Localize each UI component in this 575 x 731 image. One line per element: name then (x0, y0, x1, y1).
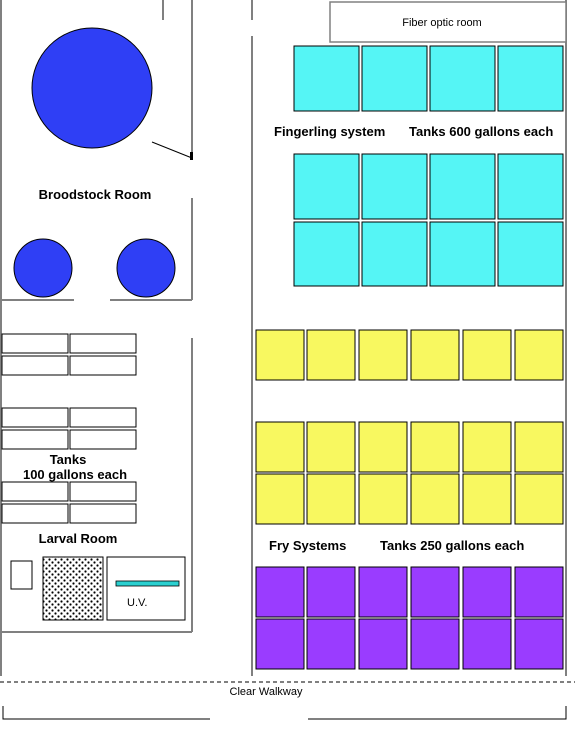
larval-tank (69, 407, 137, 428)
broodstock-tank-small (116, 238, 176, 298)
larval-tanks-label-1: Tanks (50, 452, 87, 467)
fingerling-tank (497, 221, 564, 287)
purple-tank (462, 618, 512, 670)
larval-tank (1, 333, 69, 354)
larval-tank (69, 481, 137, 502)
larval-tank (1, 407, 69, 428)
larval-tank (1, 481, 69, 502)
broodstock-tank-large (31, 27, 153, 149)
fry-tank (255, 473, 305, 525)
larval-tank (69, 429, 137, 450)
fry-tank (514, 473, 564, 525)
door (151, 141, 193, 159)
uv-lamp (115, 580, 180, 587)
fingerling-tank (497, 153, 564, 220)
fiber-optic-room-label: Fiber optic room (402, 17, 481, 29)
fingerling-tank (293, 153, 360, 220)
fingerling-tank (429, 153, 496, 220)
larval-tanks-label-2: 100 gallons each (23, 467, 127, 482)
broodstock-tank-small (13, 238, 73, 298)
fingerling-tank (429, 221, 496, 287)
uv-unit: U.V. (106, 556, 186, 621)
fingerling-tank (361, 45, 428, 112)
fry-tank (306, 329, 356, 381)
purple-tank (514, 566, 564, 618)
broodstock-room: Broodstock Room (13, 27, 176, 298)
fry-tank (410, 473, 460, 525)
purple-tank (358, 618, 408, 670)
larval-tank (69, 503, 137, 524)
fry-tank (255, 329, 305, 381)
fry-tanks (255, 329, 564, 525)
fingerling-system-label: Fingerling system (274, 124, 385, 139)
fry-tanks-label: Tanks 250 gallons each (380, 538, 524, 553)
fry-tank (514, 421, 564, 473)
purple-tank (514, 618, 564, 670)
filter-unit (42, 556, 104, 621)
fingerling-tanks-label: Tanks 600 gallons each (409, 124, 553, 139)
small-cabinet (10, 560, 33, 590)
purple-tank (410, 566, 460, 618)
fry-tank (306, 421, 356, 473)
fingerling-tank (293, 45, 360, 112)
fingerling-tank (497, 45, 564, 112)
uv-label: U.V. (127, 597, 147, 609)
larval-tank (1, 429, 69, 450)
larval-tank (1, 355, 69, 376)
larval-tanks (1, 333, 137, 524)
broodstock-room-label: Broodstock Room (39, 187, 152, 202)
fry-tank (514, 329, 564, 381)
fry-tank (462, 421, 512, 473)
walls (0, 0, 567, 676)
purple-tank (306, 566, 356, 618)
purple-tank (255, 618, 305, 670)
fingerling-tank (361, 153, 428, 220)
fry-tank (358, 473, 408, 525)
walkway-label: Clear Walkway (230, 686, 303, 698)
purple-tanks (255, 566, 564, 670)
fry-tank (255, 421, 305, 473)
larval-room-label: Larval Room (39, 531, 118, 546)
fiber-optic-room: Fiber optic room (329, 1, 567, 43)
fingerling-tanks (293, 45, 564, 287)
door-stop (190, 152, 193, 160)
fry-systems-label: Fry Systems (269, 538, 346, 553)
fry-tank (410, 421, 460, 473)
larval-tank (69, 355, 137, 376)
purple-tank (255, 566, 305, 618)
fry-tank (358, 421, 408, 473)
purple-tank (410, 618, 460, 670)
fry-tank (306, 473, 356, 525)
purple-tank (306, 618, 356, 670)
fry-tank (462, 473, 512, 525)
fingerling-tank (361, 221, 428, 287)
fingerling-tank (429, 45, 496, 112)
larval-tank (1, 503, 69, 524)
larval-tank (69, 333, 137, 354)
fry-tank (358, 329, 408, 381)
fry-tank (410, 329, 460, 381)
fry-tank (462, 329, 512, 381)
purple-tank (358, 566, 408, 618)
fingerling-tank (293, 221, 360, 287)
walkway-bracket (2, 706, 567, 720)
purple-tank (462, 566, 512, 618)
